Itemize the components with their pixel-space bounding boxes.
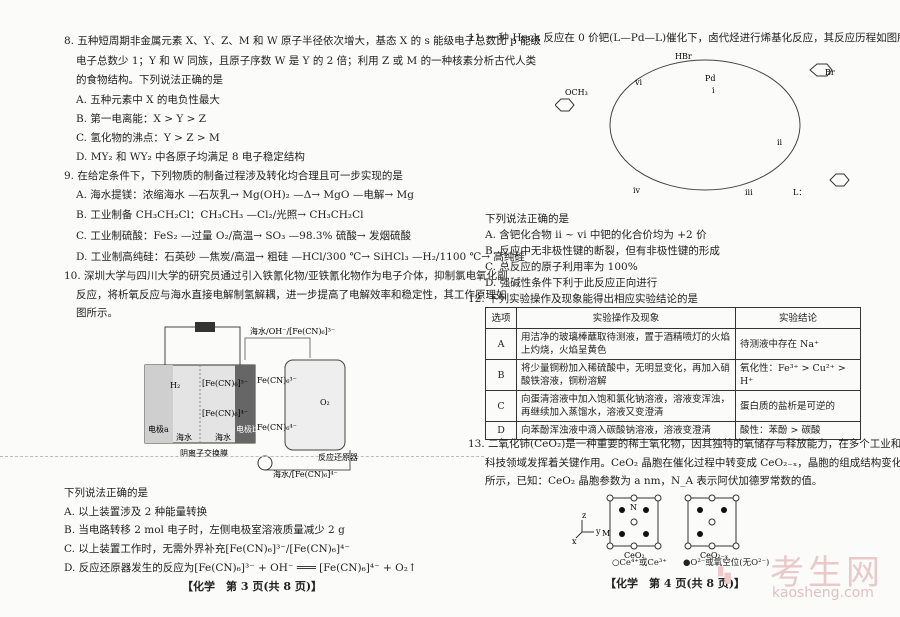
q10-option-c: C. 以上装置工作时，无需外界补充[Fe(CN)₆]³⁻/[Fe(CN)₆]⁴⁻	[64, 543, 350, 555]
row-conclusion: 酸性：苯酚 > 碳酸	[735, 421, 861, 440]
open-circle-icon: ○	[612, 558, 620, 568]
filled-circle-icon: ●	[683, 558, 691, 568]
header-conclusion: 实验结论	[735, 307, 861, 329]
label-fe3: [Fe(CN)₆]³⁻	[202, 379, 248, 388]
q8-option-c: C. 氢化物的沸点：Y > Z > M	[76, 132, 220, 144]
table-row: A 用洁净的玻璃棒蘸取待测液，置于酒精喷灯的火焰上灼烧，火焰呈黄色 待测液中存在…	[485, 328, 861, 360]
q11-option-c: C. 总反应的原子利用率为 100%	[485, 261, 638, 273]
q9-option-d: D. 工业制高纯硅：石英砂 —焦炭/高温→ 粗硅 —HCl/300 ℃→ SiH…	[76, 251, 525, 263]
watermark-logo-icon	[718, 566, 731, 584]
q8-stem-line3: 的食物结构。下列说法正确的是	[76, 74, 223, 86]
label-pd-i: Pd	[705, 74, 716, 83]
label-h2: H₂	[170, 381, 180, 390]
q10-stem-line2: 反应，将析氧反应与海水直接电解制氢解耦，进一步提高了电解效率和稳定性，其工作原理…	[76, 289, 507, 301]
legend-open: ○Ce⁴⁺或Ce³⁺	[612, 556, 667, 570]
watermark-sub: kaosheng.com	[772, 585, 874, 601]
label-iv: iv	[633, 186, 641, 195]
solar-panel-icon	[195, 322, 215, 332]
q11-option-a: A. 含钯化合物 ii ~ vi 中钯的化合价均为 +2 价	[485, 229, 707, 241]
q10-stem-line1: 10. 深圳大学与四川大学的研究员通过引入铁氰化物/亚铁氰化物作为电子介体，抑制…	[64, 270, 508, 282]
q13-stem-line3: 所示，已知：CeO₂ 晶胞参数为 a nm，N_A 表示阿伏加德罗常数的值。	[485, 475, 823, 487]
experiment-table: 选项 实验操作及现象 实验结论 A 用洁净的玻璃棒蘸取待测液，置于酒精喷灯的火焰…	[485, 307, 861, 440]
q11-option-d: D. 强碱性条件下利于此反应正向进行	[485, 277, 658, 289]
header-option: 选项	[485, 307, 517, 329]
q10-option-d: D. 反应还原器发生的反应为[Fe(CN)₆]³⁻ + OH⁻ ═══ [Fe(…	[64, 562, 417, 574]
q9-option-a: A. 海水提镁：浓缩海水 —石灰乳→ Mg(OH)₂ —Δ→ MgO —电解→ …	[76, 189, 414, 201]
point-m: M	[602, 529, 610, 538]
table-row: D 向苯酚浑浊液中滴入碳酸钠溶液，溶液变澄清 酸性：苯酚 > 碳酸	[485, 421, 861, 440]
q13-stem-line2: 科技领域发挥着关键作用。CeO₂ 晶胞在催化过程中转变成 CeO₂₋ₓ，晶胞的组…	[485, 456, 900, 470]
heck-reaction-cycle: HBr Pd i vi ii iii iv Br OCH₃ L：	[555, 52, 850, 197]
q8-option-a: A. 五种元素中 X 的电负性最大	[76, 94, 220, 106]
point-n: N	[630, 503, 637, 512]
axis-x: x	[572, 537, 577, 546]
row-operation: 用洁净的玻璃棒蘸取待测液，置于酒精喷灯的火焰上灼烧，火焰呈黄色	[516, 328, 736, 360]
q9-option-b: B. 工业制备 CH₃CH₂Cl：CH₃CH₃ —Cl₂/光照→ CH₃CH₂C…	[76, 209, 364, 221]
label-ligand: L：	[793, 188, 806, 197]
label-o2: O₂	[320, 398, 330, 407]
row-operation: 向蛋清溶液中加入饱和氯化钠溶液，溶液变浑浊，再继续加入蒸馏水，溶液又变澄清	[516, 390, 736, 422]
label-och3: OCH₃	[565, 88, 588, 97]
label-ii: ii	[777, 138, 783, 147]
crystal-cell-diagram: z y x M N CeO₂ CeO₂₋ₓ	[572, 494, 740, 560]
q8-stem-line1: 8. 五种短周期非金属元素 X、Y、Z、M 和 W 原子半径依次增大，基态 X …	[64, 35, 542, 47]
axis-y: y	[595, 527, 601, 536]
row-operation: 将少量铜粉加入稀硫酸中，无明显变化，再加入硝酸铁溶液，铜粉溶解	[516, 359, 736, 391]
legend-open-text: Ce⁴⁺或Ce³⁺	[619, 558, 667, 568]
q10-stem-line3: 图所示。	[76, 307, 118, 319]
q12-stem: 12. 下列实验操作及现象能得出相应实验结论的是	[468, 293, 699, 305]
q10-option-a: A. 以上装置涉及 2 种能量转换	[64, 506, 208, 518]
q10-question: 下列说法正确的是	[64, 487, 148, 499]
q9-stem: 9. 在给定条件下，下列物质的制备过程涉及转化均合理且可一步实现的是	[64, 170, 403, 182]
row-conclusion: 氧化性：Fe³⁺ > Cu²⁺ > H⁺	[735, 359, 861, 391]
label-bottom: 海水/[Fe(CN)₆]⁴⁻	[273, 469, 338, 479]
label-hbr: HBr	[675, 52, 692, 61]
q8-option-b: B. 第一电离能：X > Y > Z	[76, 113, 207, 125]
q8-stem-line2: 电子总数少 1；Y 和 W 同族，且原子序数 W 是 Y 的 2 倍；利用 Z …	[76, 55, 537, 67]
cell1-label: CeO₂	[624, 551, 645, 560]
benzene-ring-icon	[829, 173, 850, 187]
axis-z: z	[582, 511, 586, 520]
label-fe4: [Fe(CN)₆]⁴⁻	[202, 409, 248, 418]
label-top: 海水/OH⁻/[Fe(CN)₆]³⁻	[250, 326, 335, 336]
watermark-text: 考生网	[770, 553, 884, 593]
q11-question: 下列说法正确的是	[485, 213, 569, 225]
label-iii: iii	[745, 188, 753, 197]
q11-option-b: B. 反应中无非极性键的断裂，但有非极性键的形成	[485, 245, 720, 257]
legend-filled-text: O²⁻或氧空位(无O²⁻)	[690, 558, 770, 568]
benzene-ring-icon	[809, 63, 833, 77]
benzene-ring-icon	[555, 98, 575, 112]
q13-stem-line1: 13. 二氧化铈(CeO₂)是一种重要的稀土氧化物，因其独特的氧储存与释放能力，…	[468, 438, 900, 450]
label-reactor: 反应还原器	[318, 452, 358, 462]
electrolysis-diagram: 海水/OH⁻/[Fe(CN)₆]³⁻ H₂ [Fe(CN)₆]³⁻ [Fe(CN…	[144, 322, 358, 479]
label-right-fe3: Fe(CN)₆³⁻	[257, 376, 297, 385]
legend-filled: ●O²⁻或氧空位(无O²⁻)	[683, 556, 769, 570]
page-footer-right: 【化学 第 4 页(共 8 页)】	[605, 577, 746, 590]
row-option: C	[485, 390, 517, 422]
label-vi: vi	[634, 78, 643, 87]
q9-option-c: C. 工业制硫酸：FeS₂ —过量 O₂/高温→ SO₃ —98.3% 硫酸→ …	[76, 230, 412, 242]
header-operation: 实验操作及现象	[516, 307, 736, 329]
q10-option-b: B. 当电路转移 2 mol 电子时，左侧电极室溶液质量减少 2 g	[64, 524, 345, 536]
row-conclusion: 蛋白质的盐析是可逆的	[735, 390, 861, 422]
row-option: B	[485, 359, 517, 391]
label-membrane: 阴离子交换膜	[180, 448, 228, 458]
row-option: A	[485, 328, 517, 360]
label-i: i	[712, 86, 715, 95]
q8-option-d: D. MY₂ 和 WY₂ 中各原子均满足 8 电子稳定结构	[76, 151, 305, 163]
pump-icon	[257, 455, 273, 471]
label-seawater-1: 海水	[176, 432, 192, 442]
label-right-fe4: Fe(CN)₆⁴⁻	[257, 423, 297, 432]
table-row: C 向蛋清溶液中加入饱和氯化钠溶液，溶液变浑浊，再继续加入蒸馏水，溶液又变澄清 …	[485, 390, 861, 422]
label-electrode-b: 电极b	[236, 424, 257, 434]
cell2-label: CeO₂₋ₓ	[700, 551, 728, 560]
row-operation: 向苯酚浑浊液中滴入碳酸钠溶液，溶液变澄清	[516, 421, 736, 440]
label-seawater-2: 海水	[215, 432, 231, 442]
fold-line	[0, 456, 900, 457]
page-footer-left: 【化学 第 3 页(共 8 页)】	[182, 580, 323, 593]
q11-stem: 11. 一种 Heck 反应在 0 价钯(L—Pd—L)催化下，卤代烃进行烯基化…	[468, 32, 900, 44]
label-electrode-a: 电极a	[148, 424, 169, 434]
table-row: B 将少量铜粉加入稀硫酸中，无明显变化，再加入硝酸铁溶液，铜粉溶解 氧化性：Fe…	[485, 359, 861, 391]
row-conclusion: 待测液中存在 Na⁺	[735, 328, 861, 360]
